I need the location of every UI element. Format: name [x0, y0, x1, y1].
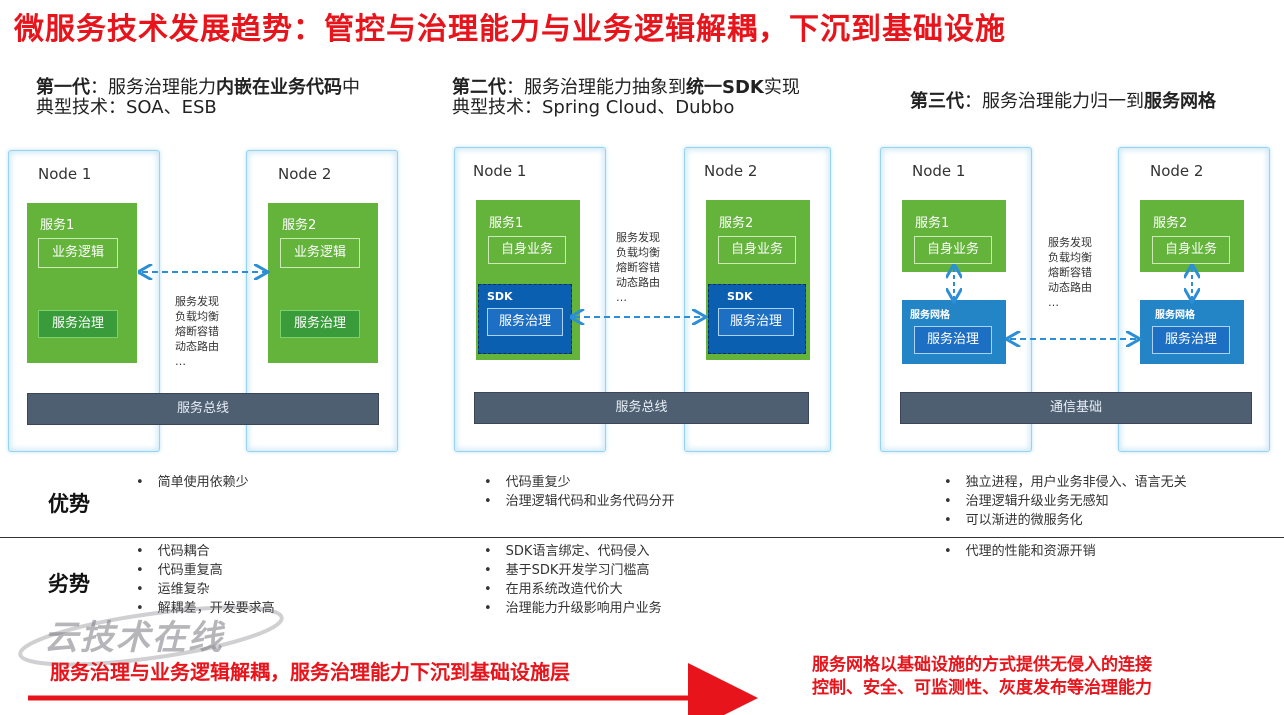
list-item: 代码重复高	[136, 561, 275, 580]
gen2-desc: ：服务治理能力抽象到	[506, 77, 686, 98]
list-item: 代码重复少	[484, 473, 675, 492]
p1-service1-label: 服务1	[40, 218, 75, 233]
p3-service1-label: 服务1	[915, 216, 950, 231]
p1-advantages: 简单使用依赖少	[136, 473, 249, 492]
p1-features: 服务发现 负载均衡 熔断容错 动态路由 …	[175, 295, 219, 368]
p1-service-bus: 服务总线	[27, 393, 379, 425]
p1-biz-logic-2: 业务逻辑	[280, 238, 360, 268]
list-item: 治理逻辑代码和业务代码分开	[484, 492, 675, 511]
p3-own-biz-1: 自身业务	[914, 236, 992, 264]
p3-mesh-2-label: 服务网格	[1155, 310, 1195, 321]
p2-own-biz-1: 自身业务	[488, 236, 566, 264]
p2-features: 服务发现 负载均衡 熔断容错 动态路由 …	[616, 231, 660, 304]
p2-sdk-2-label: SDK	[727, 290, 753, 303]
gen2-suffix: 实现	[763, 77, 800, 98]
p2-service1-label: 服务1	[489, 216, 524, 231]
gen2-highlight: 统一SDK	[686, 77, 764, 98]
p3-service2-label: 服务2	[1153, 216, 1188, 231]
bottom-left-statement: 服务治理与业务逻辑解耦，服务治理能力下沉到基础设施层	[50, 660, 570, 684]
p2-governance-2: 服务治理	[718, 308, 794, 336]
section-divider	[0, 537, 1284, 538]
gen2-tech: 典型技术：Spring Cloud、Dubbo	[452, 97, 735, 118]
list-item: 独立进程，用户业务非侵入、语言无关	[944, 473, 1187, 492]
p2-advantages: 代码重复少 治理逻辑代码和业务代码分开	[484, 473, 675, 511]
p3-advantages: 独立进程，用户业务非侵入、语言无关 治理逻辑升级业务无感知 可以渐进的微服务化	[944, 473, 1187, 530]
bottom-right-line-1: 服务网格以基础设施的方式提供无侵入的连接	[812, 655, 1152, 675]
p3-node2-label: Node 2	[1150, 162, 1204, 180]
gen1-suffix: 中	[342, 77, 360, 98]
p2-node1-label: Node 1	[473, 162, 527, 180]
list-item: 在用系统改造代价大	[484, 580, 662, 599]
list-item: 治理逻辑升级业务无感知	[944, 492, 1187, 511]
p3-comm-base: 通信基础	[900, 392, 1252, 424]
page-title: 微服务技术发展趋势：管控与治理能力与业务逻辑解耦，下沉到基础设施	[14, 12, 1006, 47]
gen2-header: 第二代：服务治理能力抽象到统一SDK实现 典型技术：Spring Cloud、D…	[452, 78, 800, 118]
p3-features: 服务发现 负载均衡 熔断容错 动态路由 …	[1048, 236, 1092, 309]
p3-mesh-1-label: 服务网格	[910, 310, 950, 321]
bottom-right-line-2: 控制、安全、可监测性、灰度发布等治理能力	[812, 678, 1152, 698]
bottom-right-statement: 服务网格以基础设施的方式提供无侵入的连接 控制、安全、可监测性、灰度发布等治理能…	[812, 654, 1152, 700]
list-item: 代理的性能和资源开销	[944, 542, 1096, 561]
gen2-label: 第二代	[452, 77, 506, 98]
list-item: 治理能力升级影响用户业务	[484, 599, 662, 618]
watermark-swoosh-icon	[18, 605, 284, 667]
p1-biz-logic-1: 业务逻辑	[38, 238, 118, 268]
gen1-highlight: 内嵌在业务代码	[216, 77, 342, 98]
p1-node1-label: Node 1	[38, 165, 92, 183]
p3-governance-2: 服务治理	[1152, 326, 1230, 354]
p2-disadvantages: SDK语言绑定、代码侵入 基于SDK开发学习门槛高 在用系统改造代价大 治理能力…	[484, 542, 662, 618]
p2-node2-label: Node 2	[704, 162, 758, 180]
gen3-header: 第三代：服务治理能力归一到服务网格	[910, 92, 1216, 112]
advantages-label: 优势	[48, 492, 90, 516]
gen3-desc: ：服务治理能力归一到	[964, 91, 1144, 112]
p3-governance-1: 服务治理	[914, 326, 992, 354]
gen1-label: 第一代	[36, 77, 90, 98]
gen1-desc: ：服务治理能力	[90, 77, 216, 98]
p2-sdk-1-label: SDK	[487, 290, 513, 303]
watermark-logo: 云技术在线	[44, 618, 224, 658]
list-item: 运维复杂	[136, 580, 275, 599]
list-item: 代码耦合	[136, 542, 275, 561]
p1-service2-label: 服务2	[282, 218, 317, 233]
list-item: 可以渐进的微服务化	[944, 511, 1187, 530]
p2-own-biz-2: 自身业务	[718, 236, 796, 264]
p1-disadvantages: 代码耦合 代码重复高 运维复杂 解耦差，开发要求高	[136, 542, 275, 618]
gen3-label: 第三代	[910, 91, 964, 112]
p1-node2-label: Node 2	[278, 165, 332, 183]
p2-service-bus: 服务总线	[474, 392, 809, 424]
p3-disadvantages: 代理的性能和资源开销	[944, 542, 1096, 561]
list-item: 简单使用依赖少	[136, 473, 249, 492]
disadvantages-label: 劣势	[48, 572, 90, 596]
p1-governance-1: 服务治理	[38, 310, 118, 338]
gen1-header: 第一代：服务治理能力内嵌在业务代码中 典型技术：SOA、ESB	[36, 78, 360, 118]
p1-governance-2: 服务治理	[280, 310, 360, 338]
p2-governance-1: 服务治理	[487, 308, 563, 336]
p2-service2-label: 服务2	[719, 216, 754, 231]
p3-node1-label: Node 1	[912, 162, 966, 180]
list-item: 基于SDK开发学习门槛高	[484, 561, 662, 580]
list-item: 解耦差，开发要求高	[136, 599, 275, 618]
list-item: SDK语言绑定、代码侵入	[484, 542, 662, 561]
p3-own-biz-2: 自身业务	[1152, 236, 1230, 264]
gen3-highlight: 服务网格	[1144, 91, 1216, 112]
gen1-tech: 典型技术：SOA、ESB	[36, 97, 217, 118]
